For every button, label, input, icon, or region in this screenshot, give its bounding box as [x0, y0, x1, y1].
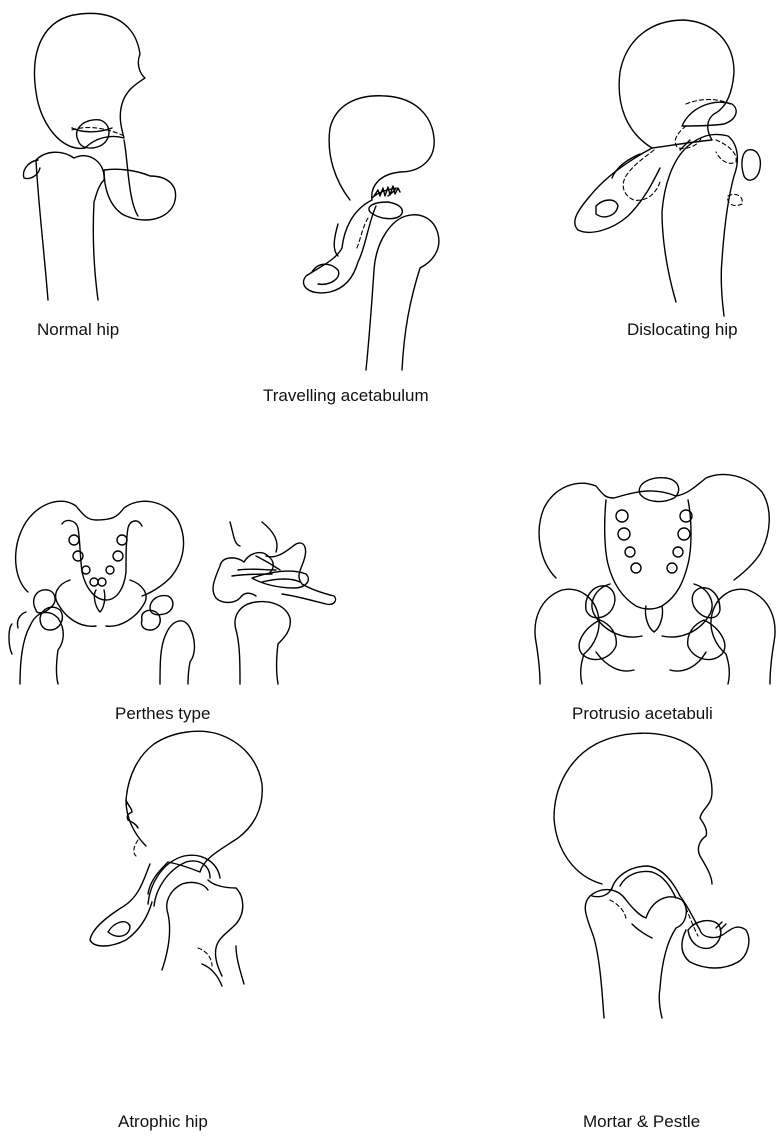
mortar-and-pestle-drawing [554, 733, 749, 1018]
label-travelling-acetabulum: Travelling acetabulum [263, 386, 429, 406]
perthes-type-drawing [9, 501, 336, 684]
label-atrophic-hip: Atrophic hip [118, 1112, 208, 1132]
normal-hip-drawing [24, 13, 176, 300]
label-normal-hip: Normal hip [37, 320, 119, 340]
label-perthes-type: Perthes type [115, 704, 210, 724]
label-protrusio-acetabuli: Protrusio acetabuli [572, 704, 713, 724]
atrophic-hip-drawing [90, 731, 262, 986]
travelling-acetabulum-drawing [303, 96, 438, 370]
protrusio-acetabuli-drawing [535, 474, 775, 684]
dislocating-hip-drawing [575, 20, 761, 316]
label-mortar-and-pestle: Mortar & Pestle [583, 1112, 700, 1132]
label-dislocating-hip: Dislocating hip [627, 320, 738, 340]
